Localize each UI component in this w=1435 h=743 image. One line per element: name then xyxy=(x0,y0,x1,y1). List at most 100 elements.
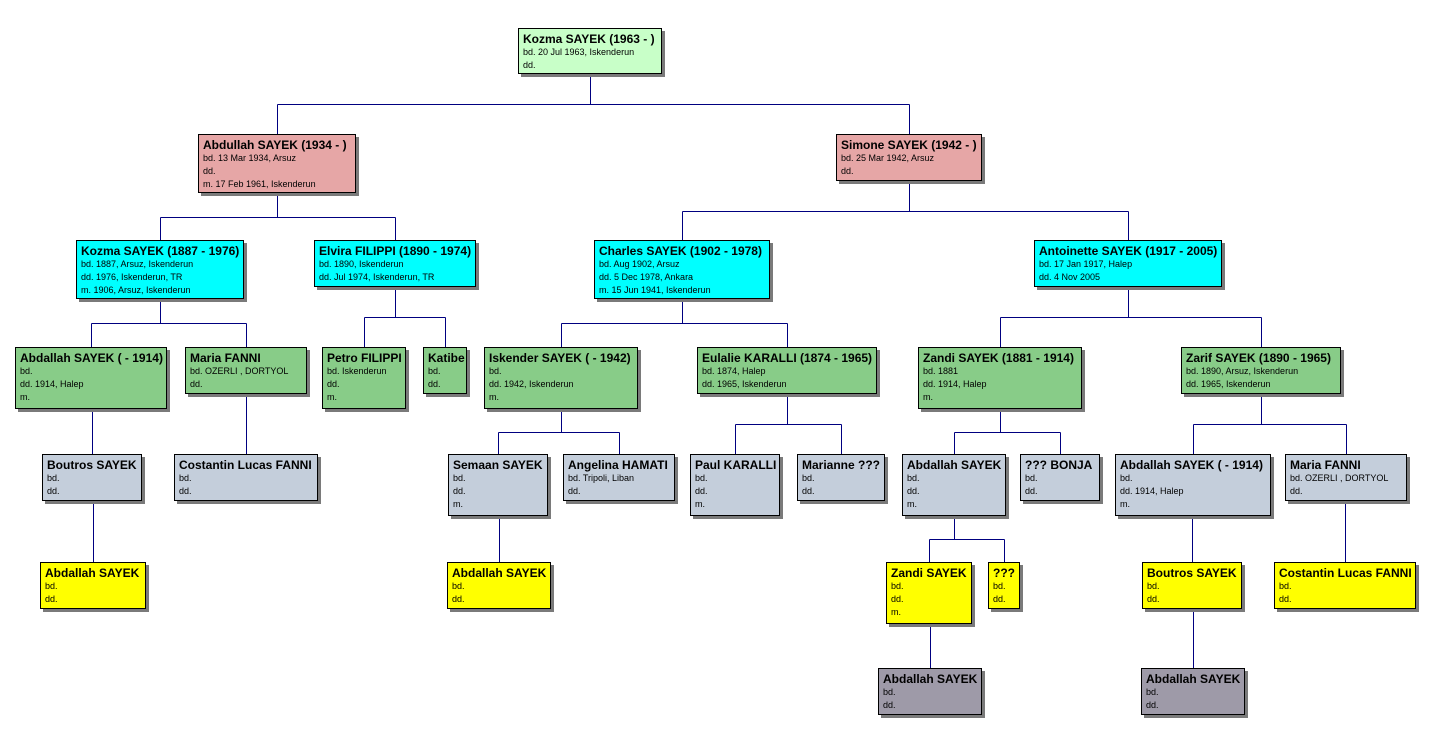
person-detail: bd. xyxy=(891,581,904,591)
person-detail: bd. 1887, Arsuz, Iskenderun xyxy=(81,259,194,269)
person-card-zarif[interactable]: Zarif SAYEK (1890 - 1965)bd. 1890, Arsuz… xyxy=(1181,347,1341,394)
person-detail: bd. xyxy=(883,687,896,697)
person-detail: m. 15 Jun 1941, Iskenderun xyxy=(599,285,711,295)
person-detail: m. xyxy=(453,499,463,509)
person-detail: dd. xyxy=(1290,486,1303,496)
person-card-unknown[interactable]: ???bd.dd. xyxy=(988,562,1020,609)
person-card-abdallah-a[interactable]: Abdallah SAYEK ( - 1914)bd.dd. 1914, Hal… xyxy=(15,347,167,409)
person-name: Abdullah SAYEK (1934 - ) xyxy=(203,138,347,152)
person-card-abdullah-1934[interactable]: Abdullah SAYEK (1934 - )bd. 13 Mar 1934,… xyxy=(198,134,356,193)
person-detail: dd. xyxy=(179,486,192,496)
person-detail: dd. xyxy=(428,379,441,389)
person-name: Eulalie KARALLI (1874 - 1965) xyxy=(702,351,873,365)
person-name: Kozma SAYEK (1887 - 1976) xyxy=(81,244,240,258)
person-name: Zarif SAYEK (1890 - 1965) xyxy=(1186,351,1331,365)
person-name: Kozma SAYEK (1963 - ) xyxy=(523,32,655,46)
person-card-iskender[interactable]: Iskender SAYEK ( - 1942)bd.dd. 1942, Isk… xyxy=(484,347,638,409)
person-detail: dd. Jul 1974, Iskenderun, TR xyxy=(319,272,435,282)
person-name: Katibe xyxy=(428,351,465,365)
person-detail: dd. xyxy=(523,60,536,70)
person-detail: bd. xyxy=(695,473,708,483)
person-detail: bd. OZERLI , DORTYOL xyxy=(190,366,289,376)
person-detail: dd. xyxy=(1146,700,1159,710)
person-detail: m. xyxy=(1120,499,1130,509)
person-detail: bd. 17 Jan 1917, Halep xyxy=(1039,259,1133,269)
person-card-marianne[interactable]: Marianne ???bd.dd. xyxy=(797,454,885,501)
person-name: Abdallah SAYEK xyxy=(45,566,140,580)
person-detail: dd. xyxy=(695,486,708,496)
person-name: Abdallah SAYEK ( - 1914) xyxy=(20,351,163,365)
person-detail: dd. xyxy=(993,594,1006,604)
person-detail: dd. xyxy=(907,486,920,496)
person-detail: m. xyxy=(20,392,30,402)
person-detail: dd. 1914, Halep xyxy=(923,379,987,389)
person-detail: dd. xyxy=(1279,594,1292,604)
person-card-charles[interactable]: Charles SAYEK (1902 - 1978)bd. Aug 1902,… xyxy=(594,240,770,299)
person-name: Maria FANNI xyxy=(1290,458,1361,472)
person-name: Abdallah SAYEK xyxy=(883,672,978,686)
person-detail: m. xyxy=(695,499,705,509)
person-card-kozma-1887[interactable]: Kozma SAYEK (1887 - 1976)bd. 1887, Arsuz… xyxy=(76,240,244,299)
person-name: Costantin Lucas FANNI xyxy=(1279,566,1412,580)
person-detail: dd. 5 Dec 1978, Ankara xyxy=(599,272,694,282)
person-detail: bd. xyxy=(179,473,192,483)
person-detail: bd. xyxy=(802,473,815,483)
person-detail: bd. xyxy=(428,366,441,376)
person-detail: dd. xyxy=(47,486,60,496)
person-card-simone-1942[interactable]: Simone SAYEK (1942 - )bd. 25 Mar 1942, A… xyxy=(836,134,982,181)
person-name: Costantin Lucas FANNI xyxy=(179,458,312,472)
person-detail: dd. 1942, Iskenderun xyxy=(489,379,574,389)
person-card-abdallah-c[interactable]: Abdallah SAYEK ( - 1914)bd. dd. 1914, Hal… xyxy=(1115,454,1271,516)
person-card-elvira[interactable]: Elvira FILIPPI (1890 - 1974)bd. 1890, Is… xyxy=(314,240,476,287)
person-name: Abdallah SAYEK xyxy=(1146,672,1241,686)
person-detail: bd. OZERLI , DORTYOL xyxy=(1290,473,1389,483)
person-name: Iskender SAYEK ( - 1942) xyxy=(489,351,631,365)
person-detail: bd. xyxy=(1147,581,1160,591)
person-detail: dd. xyxy=(45,594,58,604)
person-detail: bd. 1890, Arsuz, Iskenderun xyxy=(1186,366,1299,376)
person-name: Abdallah SAYEK ( - 1914) xyxy=(1120,458,1263,472)
person-card-eulalie[interactable]: Eulalie KARALLI (1874 - 1965)bd. 1874, H… xyxy=(697,347,877,394)
person-detail: dd. 1914, Halep xyxy=(1120,486,1184,496)
person-detail: m. xyxy=(489,392,499,402)
person-detail: bd. xyxy=(1279,581,1292,591)
person-card-kozma-root[interactable]: Kozma SAYEK (1963 - )bd. 20 Jul 1963, Is… xyxy=(518,28,662,74)
person-name: Paul KARALLI xyxy=(695,458,777,472)
person-detail: m. 17 Feb 1961, Iskenderun xyxy=(203,179,316,189)
person-detail: m. xyxy=(907,499,917,509)
person-detail: bd. xyxy=(1120,473,1133,483)
person-detail: bd. xyxy=(1025,473,1038,483)
person-detail: bd. Aug 1902, Arsuz xyxy=(599,259,680,269)
person-name: Boutros SAYEK xyxy=(47,458,137,472)
person-detail: dd. 1914, Halep xyxy=(20,379,84,389)
person-detail: dd. xyxy=(453,486,466,496)
person-card-antoinette[interactable]: Antoinette SAYEK (1917 - 2005)bd. 17 Jan… xyxy=(1034,240,1222,287)
person-detail: bd. 1874, Halep xyxy=(702,366,766,376)
person-detail: dd. xyxy=(190,379,203,389)
person-name: Zandi SAYEK xyxy=(891,566,967,580)
person-detail: dd. 1976, Iskenderun, TR xyxy=(81,272,183,282)
person-detail: bd. xyxy=(45,581,58,591)
person-detail: m. xyxy=(327,392,337,402)
